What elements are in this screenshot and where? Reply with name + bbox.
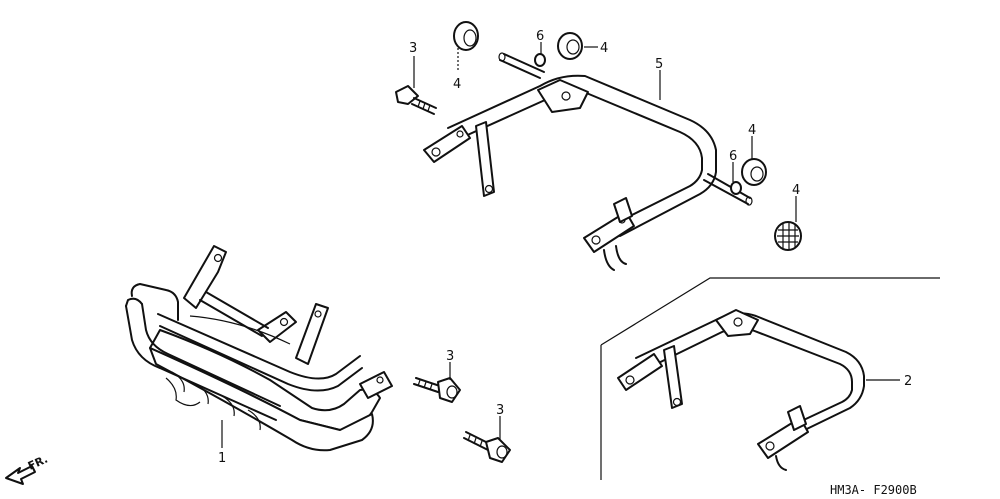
callout-3a: 3 xyxy=(409,41,417,56)
part-3-bolt-a xyxy=(395,85,437,115)
front-direction-indicator: FR. xyxy=(5,453,50,485)
part-4-cap-a xyxy=(453,21,479,51)
part-3-bolt-c xyxy=(463,431,511,463)
leader-lines xyxy=(221,42,900,448)
part-4-cap-c xyxy=(741,158,767,186)
diagram-code: HM3A- F2900B xyxy=(830,483,917,497)
part-4-grommet xyxy=(774,221,802,251)
callout-6b: 6 xyxy=(729,149,737,164)
part-1-skid-guard xyxy=(125,245,393,452)
callout-1: 1 xyxy=(218,451,226,466)
callout-3b: 3 xyxy=(446,349,454,364)
callout-5: 5 xyxy=(655,57,663,72)
part-4-cap-b xyxy=(557,32,583,60)
front-arrow-icon xyxy=(5,465,36,485)
callout-labels: 3 4 6 4 5 4 6 4 3 3 1 2 xyxy=(218,29,912,466)
callout-6a: 6 xyxy=(536,29,544,44)
callout-2: 2 xyxy=(904,374,912,389)
front-label: FR. xyxy=(26,453,50,473)
callout-4d: 4 xyxy=(792,183,800,198)
callout-3c: 3 xyxy=(496,403,504,418)
callout-4c: 4 xyxy=(748,123,756,138)
part-6-collar-a xyxy=(534,53,546,67)
callout-4b: 4 xyxy=(600,41,608,56)
callout-4a: 4 xyxy=(453,77,461,92)
part-5-guard-pipe xyxy=(423,52,753,271)
part-6-collar-b xyxy=(730,181,742,195)
part-3-bolt-b xyxy=(413,377,461,403)
part-2-frame-box xyxy=(600,277,940,480)
part-2-guard-pipe xyxy=(617,309,865,471)
